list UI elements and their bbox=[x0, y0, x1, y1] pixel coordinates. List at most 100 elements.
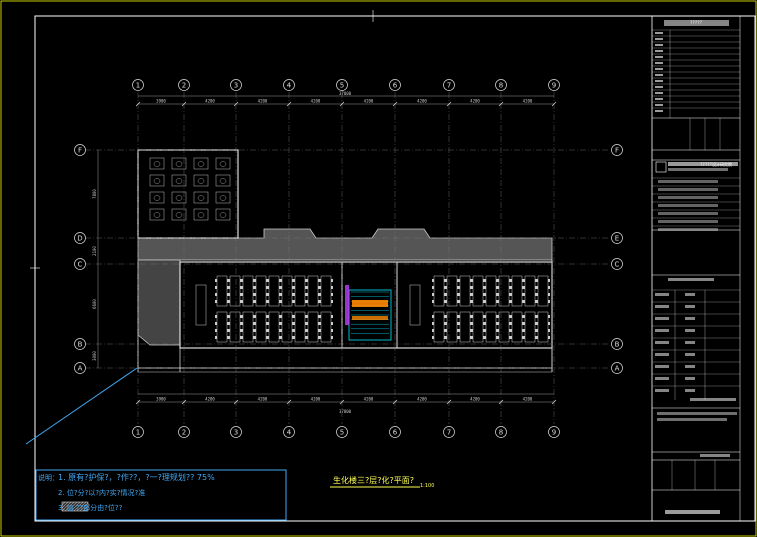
title-block bbox=[651, 15, 756, 522]
lab-bench bbox=[307, 275, 319, 307]
lab-stool bbox=[228, 293, 230, 296]
lab-stool bbox=[306, 293, 308, 296]
lab-stool bbox=[267, 322, 269, 325]
lab-stool bbox=[497, 279, 499, 282]
overall-dimension-bottom: 37000 bbox=[339, 409, 352, 414]
dim-label-left: 2100 bbox=[92, 246, 97, 256]
lab-stool bbox=[432, 336, 434, 339]
axis-label-B: B bbox=[78, 341, 83, 349]
toilet-bowl bbox=[197, 195, 205, 201]
dim-label-left: 7800 bbox=[92, 189, 97, 199]
lab-stool bbox=[319, 286, 321, 289]
toilet-bowl bbox=[153, 195, 161, 201]
dim-tick bbox=[135, 399, 141, 405]
title-block-text-mark bbox=[658, 204, 718, 207]
axis-label-F: F bbox=[615, 147, 619, 155]
drawing-scale: 1:100 bbox=[420, 483, 435, 489]
lab-stool bbox=[228, 286, 230, 289]
lab-stool bbox=[432, 322, 434, 325]
lab-stool bbox=[254, 286, 256, 289]
lab-stool bbox=[319, 336, 321, 339]
title-block-text-mark bbox=[655, 293, 669, 296]
note-line-1: 1. 原有?护保?，?作??，?一?理规划?? 75% bbox=[58, 473, 215, 482]
lab-bench bbox=[281, 275, 293, 307]
toilet-bowl bbox=[175, 161, 183, 167]
toilet-stall bbox=[149, 208, 165, 221]
lab-stool bbox=[432, 293, 434, 296]
title-block-text-mark bbox=[655, 56, 663, 58]
note-leader-line bbox=[25, 367, 138, 445]
lab-stool bbox=[267, 279, 269, 282]
axis-bubble-3-top bbox=[230, 79, 242, 91]
toilet-bowl bbox=[153, 212, 161, 218]
lab-stool bbox=[306, 279, 308, 282]
dim-tick bbox=[551, 399, 557, 405]
axis-label-1: 1 bbox=[136, 82, 140, 90]
axis-bubble-E bbox=[611, 232, 623, 244]
axis-bubble-F bbox=[611, 144, 623, 156]
title-block-text-mark bbox=[658, 180, 718, 183]
lab-stool bbox=[228, 336, 230, 339]
axis-bubble-9-bottom bbox=[548, 426, 560, 438]
lab-stool bbox=[471, 322, 473, 325]
lab-stool bbox=[280, 329, 282, 332]
toilet-bowl bbox=[197, 161, 205, 167]
lab-stool bbox=[293, 286, 295, 289]
title-block-text-mark bbox=[685, 341, 695, 344]
axis-bubble-8-bottom bbox=[495, 426, 507, 438]
lab-bench bbox=[511, 311, 523, 343]
lab-stool bbox=[445, 315, 447, 318]
title-block-text-mark bbox=[685, 389, 695, 392]
lab-stool bbox=[510, 329, 512, 332]
lab-stool bbox=[484, 315, 486, 318]
lab-stool bbox=[241, 293, 243, 296]
axis-bubble-6-top bbox=[389, 79, 401, 91]
lab-stool bbox=[254, 336, 256, 339]
lab-stool bbox=[228, 300, 230, 303]
toilet-bowl bbox=[219, 178, 227, 184]
axis-label-C: C bbox=[78, 261, 83, 269]
drawing-title: 生化楼三?层?化?平面? bbox=[333, 476, 414, 485]
axis-bubble-B bbox=[611, 338, 623, 350]
dim-label: 4200 bbox=[258, 99, 268, 104]
lab-stool bbox=[458, 315, 460, 318]
side-counter bbox=[195, 284, 207, 326]
lab-stool bbox=[523, 315, 525, 318]
lab-bench bbox=[433, 275, 445, 307]
lab-bench bbox=[268, 311, 280, 343]
toilet-bowl bbox=[219, 195, 227, 201]
axis-label-6: 6 bbox=[393, 429, 398, 437]
axis-label-A: A bbox=[615, 365, 620, 373]
lab-stool bbox=[280, 315, 282, 318]
lab-stool bbox=[306, 336, 308, 339]
dim-tick bbox=[498, 101, 504, 107]
lab-stool bbox=[331, 336, 333, 339]
dim-tick bbox=[181, 399, 187, 405]
lab-stool bbox=[331, 329, 333, 332]
axis-label-8: 8 bbox=[499, 429, 503, 437]
lab-stool bbox=[471, 293, 473, 296]
axis-label-F: F bbox=[78, 147, 82, 155]
axis-bubble-F bbox=[74, 144, 86, 156]
lab-stool bbox=[331, 322, 333, 325]
lab-bench bbox=[229, 275, 241, 307]
lab-stool bbox=[536, 300, 538, 303]
lab-stool bbox=[471, 279, 473, 282]
lab-stool bbox=[510, 279, 512, 282]
lab-stool bbox=[536, 322, 538, 325]
lab-stool bbox=[548, 322, 550, 325]
lab-stool bbox=[497, 329, 499, 332]
title-block-text-mark bbox=[655, 98, 663, 100]
lab-bench bbox=[294, 275, 306, 307]
lab-stool bbox=[215, 300, 217, 303]
lab-stool bbox=[497, 336, 499, 339]
lab-bench bbox=[255, 311, 267, 343]
lab-stool bbox=[536, 286, 538, 289]
lab-bench bbox=[459, 275, 471, 307]
toilet-stall bbox=[171, 157, 187, 170]
title-block-text-mark bbox=[655, 86, 663, 88]
dim-tick bbox=[233, 101, 239, 107]
